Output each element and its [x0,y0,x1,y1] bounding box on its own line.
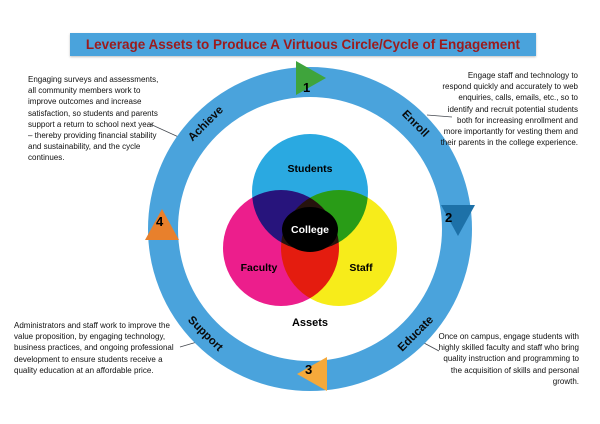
assets-caption: Assets [291,317,329,329]
college-center: College [282,207,338,252]
students-label: Students [287,163,333,175]
note-educate: Once on campus, engage students with hig… [438,332,579,386]
note-support: Administrators and staff work to improve… [14,321,174,375]
note-achieve: Engaging surveys and assessments, all co… [28,75,159,163]
note-enroll: Engage staff and technology to respond q… [440,71,578,148]
page-title: Leverage Assets to Produce A Virtuous Ci… [70,33,536,56]
step-number-3: 3 [305,362,313,377]
step-number-2: 2 [445,210,453,225]
faculty-label: Faculty [240,262,278,274]
step-number-1: 1 [303,80,311,95]
staff-label: Staff [349,262,373,274]
step-number-4: 4 [156,214,164,229]
